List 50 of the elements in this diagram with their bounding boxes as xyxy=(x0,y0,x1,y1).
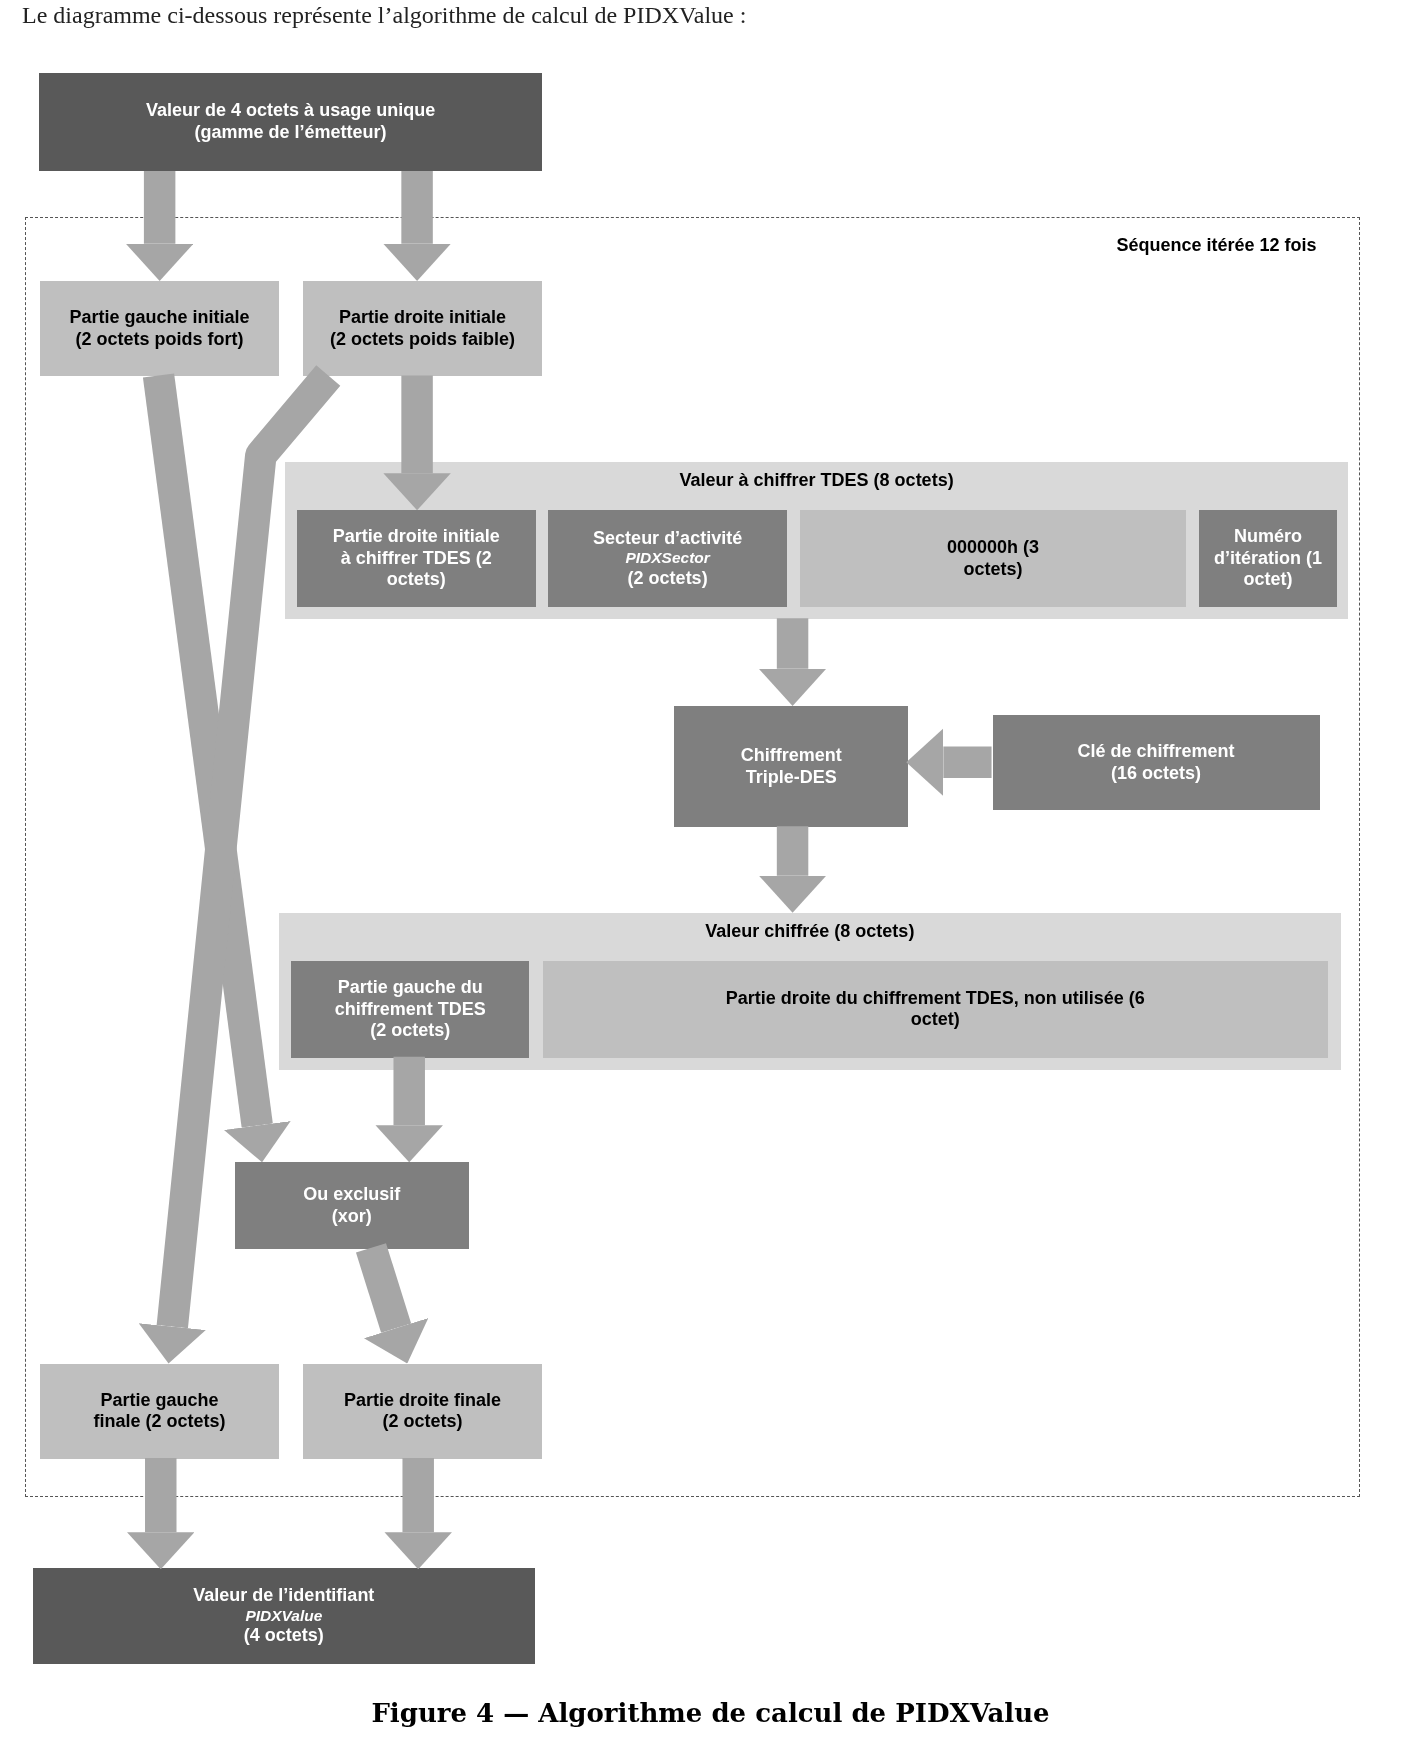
node-text: Partie droite finale (2 octets) xyxy=(343,1389,503,1433)
field-box xyxy=(992,714,1320,811)
node-text: Partie droite du chiffrement TDES, non utilisée (6 octet) xyxy=(724,987,1146,1031)
node-text: Partie gauche initiale (2 octets poids fort) xyxy=(68,307,251,351)
node-text: Partie gauche finale (2 octets) xyxy=(92,1389,227,1433)
field-box xyxy=(542,961,1328,1058)
node-text: Ou exclusif (xor) xyxy=(302,1184,402,1228)
node-text: Valeur de 4 octets à usage unique (gamme de l’émetteur) xyxy=(145,100,437,144)
block-arrow xyxy=(355,1243,429,1364)
block-arrow xyxy=(384,1458,452,1570)
block-arrow xyxy=(758,826,827,913)
field-box xyxy=(296,510,537,607)
intro-text: Le diagramme ci-dessous représente l’algorithme de calcul de PIDXValue : xyxy=(22,2,747,29)
node-text: Valeur de l’identifiant PIDXValue (4 octets) xyxy=(193,1585,375,1647)
group-panel xyxy=(278,912,1342,1071)
field-box xyxy=(303,1363,542,1460)
group-panel xyxy=(285,461,1348,620)
block-arrow xyxy=(142,373,291,1163)
node-text: Numéro d’itération (1 octet) xyxy=(1212,526,1323,591)
heading: Séquence itérée 12 fois xyxy=(1116,234,1317,257)
field-box xyxy=(291,961,530,1058)
block-arrow xyxy=(375,1056,443,1163)
field-box xyxy=(548,510,787,607)
process-box xyxy=(39,73,542,171)
process-box xyxy=(674,705,909,828)
block-arrow xyxy=(383,170,451,281)
node-text: Partie droite initiale à chiffrer TDES (2 octets) xyxy=(332,526,501,591)
block-arrow xyxy=(125,170,194,281)
node-text: Secteur d’activité PIDXSector (2 octets) xyxy=(593,527,743,590)
field-box xyxy=(40,1363,279,1460)
process-box xyxy=(32,1568,536,1664)
node-text: Chiffrement Triple-DES xyxy=(739,745,843,789)
field-box xyxy=(1199,510,1337,607)
heading: Valeur à chiffrer TDES (8 octets) xyxy=(679,469,954,492)
block-arrow xyxy=(127,1458,195,1570)
field-box xyxy=(303,280,542,377)
block-arrow xyxy=(138,365,341,1364)
figure-caption: Figure 4 — Algorithme de calcul de PIDXValue xyxy=(370,1698,1051,1728)
loop-region xyxy=(24,216,1361,1498)
field-box xyxy=(40,280,279,377)
block-arrow xyxy=(906,728,992,796)
node-text: Clé de chiffrement (16 octets) xyxy=(1076,741,1236,785)
node-text: Partie droite initiale (2 octets poids faible) xyxy=(329,307,517,351)
node-text: 000000h (3 octets) xyxy=(946,537,1041,581)
node-text: Partie gauche du chiffrement TDES (2 octets) xyxy=(333,977,487,1042)
process-box xyxy=(234,1162,469,1249)
field-box xyxy=(800,510,1186,607)
block-arrow xyxy=(383,375,451,511)
heading: Valeur chiffrée (8 octets) xyxy=(705,920,915,943)
block-arrow xyxy=(758,618,827,706)
